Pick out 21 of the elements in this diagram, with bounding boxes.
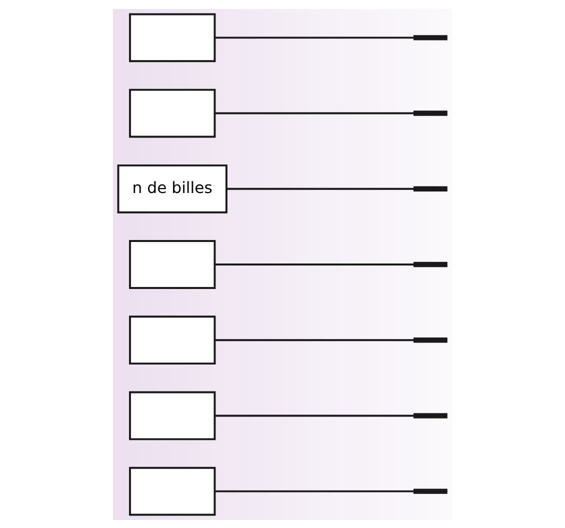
- node-box: [129, 390, 216, 440]
- node-bar: [414, 34, 448, 40]
- node-box: [129, 88, 216, 138]
- node-bar: [414, 186, 448, 191]
- node-box: [129, 315, 216, 364]
- node-box: [129, 12, 216, 62]
- connector: [226, 187, 414, 190]
- connector: [214, 414, 414, 416]
- node-box: [129, 466, 216, 516]
- node-bar: [414, 110, 448, 116]
- node-bar: [414, 412, 448, 418]
- connector: [214, 112, 414, 114]
- node-bar: [414, 488, 448, 494]
- node-bar: [414, 261, 448, 267]
- node-bar: [414, 337, 448, 342]
- connector: [214, 338, 414, 341]
- connector: [214, 263, 414, 265]
- node-box: n de billes: [117, 164, 228, 213]
- connector: [214, 36, 414, 38]
- node-box: [129, 240, 216, 288]
- connector: [214, 490, 414, 492]
